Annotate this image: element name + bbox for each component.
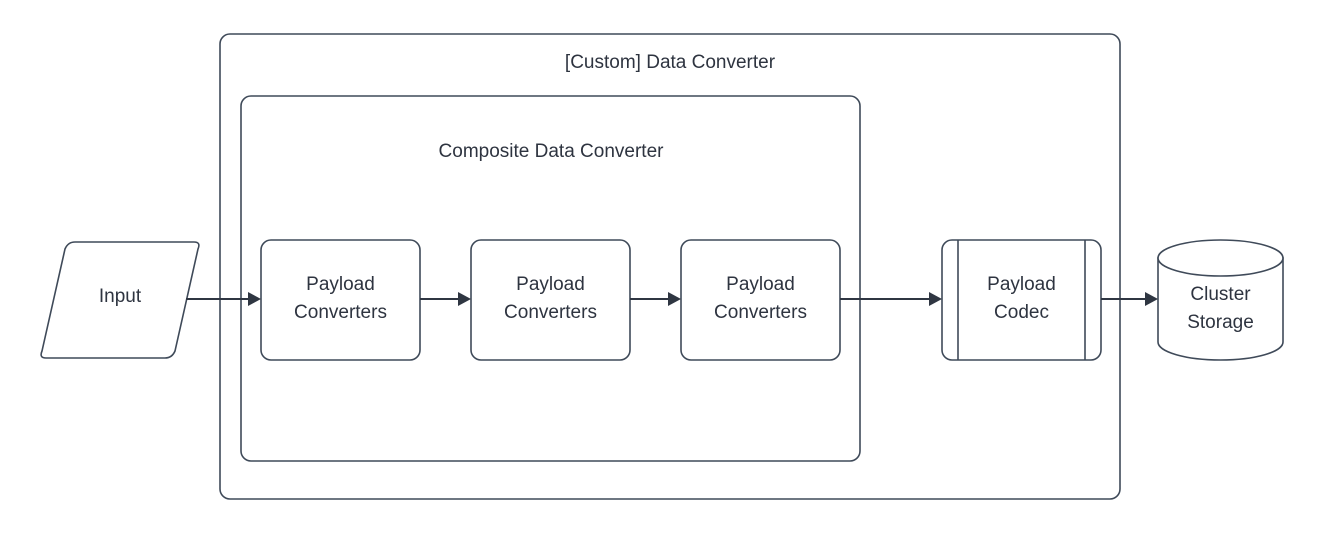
node-payload-converters-3-shape[interactable] xyxy=(680,239,841,361)
node-payload-converters-1-label-line2: Converters xyxy=(294,302,387,323)
connector-payload-converters-3-to-codec-arrowhead xyxy=(929,292,942,306)
node-cluster-storage-body[interactable] xyxy=(1157,257,1284,361)
node-input-shape[interactable] xyxy=(40,241,200,359)
node-payload-codec-shape[interactable] xyxy=(941,239,1102,361)
connector-payload-converters-2-to-3 xyxy=(630,292,681,306)
node-payload-converters-1-label-line1: Payload xyxy=(306,274,375,295)
connector-codec-to-cluster-storage xyxy=(1101,292,1158,306)
connector-payload-converters-1-to-2-arrowhead xyxy=(458,292,471,306)
connector-input-to-payload-converters-1 xyxy=(186,292,261,306)
node-payload-codec[interactable]: Payload Codec xyxy=(941,239,1102,361)
node-input[interactable]: Input xyxy=(40,241,200,359)
node-cluster-storage-label-line2: Storage xyxy=(1187,312,1254,333)
container-custom-data-converter-label: [Custom] Data Converter xyxy=(565,52,776,73)
node-cluster-storage[interactable]: Cluster Storage xyxy=(1157,239,1284,361)
node-payload-converters-3-label-line2: Converters xyxy=(714,302,807,323)
connector-payload-converters-2-to-3-arrowhead xyxy=(668,292,681,306)
connector-input-to-payload-converters-1-arrowhead xyxy=(248,292,261,306)
connector-payload-converters-1-to-2 xyxy=(420,292,471,306)
connector-codec-to-cluster-storage-arrowhead xyxy=(1145,292,1158,306)
node-input-label: Input xyxy=(99,286,142,307)
node-payload-converters-1-shape[interactable] xyxy=(260,239,421,361)
node-payload-converters-2-label-line1: Payload xyxy=(516,274,585,295)
node-payload-converters-1[interactable]: Payload Converters xyxy=(260,239,421,361)
node-payload-codec-label-line2: Codec xyxy=(994,302,1049,323)
container-composite-data-converter-label: Composite Data Converter xyxy=(439,141,665,162)
connector-payload-converters-3-to-codec xyxy=(840,292,942,306)
node-cluster-storage-label-line1: Cluster xyxy=(1190,284,1251,305)
node-payload-converters-3-label-line1: Payload xyxy=(726,274,795,295)
node-payload-converters-2-label-line2: Converters xyxy=(504,302,597,323)
node-payload-converters-3[interactable]: Payload Converters xyxy=(680,239,841,361)
node-payload-converters-2-shape[interactable] xyxy=(470,239,631,361)
node-payload-codec-label-line1: Payload xyxy=(987,274,1056,295)
node-cluster-storage-top-ellipse xyxy=(1157,239,1284,277)
node-payload-converters-2[interactable]: Payload Converters xyxy=(470,239,631,361)
